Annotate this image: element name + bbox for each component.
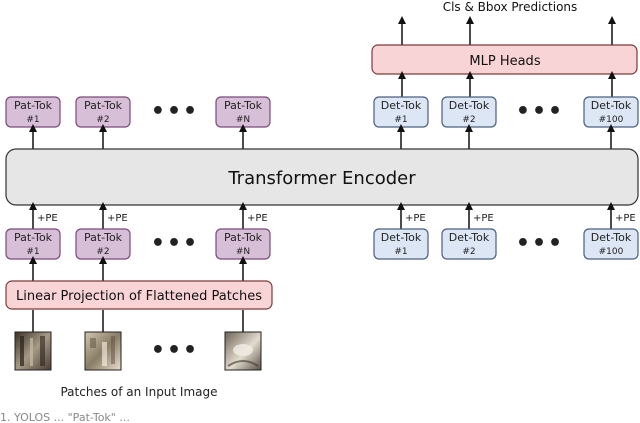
lower-pat-token-n-name: Pat-Tok [224,231,263,244]
image-patch-1 [14,331,52,371]
input-image-caption: Patches of an Input Image [60,385,217,399]
encoder-input-arrows [29,202,615,229]
upper-pat-token-2-name: Pat-Tok [84,99,123,112]
lower-pat-token-1-name: Pat-Tok [14,231,53,244]
image-patch-2 [84,331,122,371]
patch-input-lines [32,310,244,332]
mlp-heads-label: MLP Heads [469,54,540,69]
pe-label-det-100: +PE [615,213,636,224]
upper-det-token-1-name: Det-Tok [381,99,422,112]
upper-pat-token-1-index: #1 [26,115,39,125]
upper-det-token-2-name: Det-Tok [449,99,490,112]
lower-det-token-100-name: Det-Tok [591,231,632,244]
det-to-mlp-arrows [398,71,616,97]
lower-det-token-1: Det-Tok #1 [373,228,429,260]
projection-output-arrows [29,256,247,281]
upper-det-token-100: Det-Tok #100 [583,96,639,128]
lower-det-token-100: Det-Tok #100 [583,228,639,260]
upper-det-token-2-index: #2 [462,115,475,125]
lower-pat-token-2: Pat-Tok #2 [75,228,131,260]
lower-det-token-100-index: #100 [599,247,624,257]
upper-pat-token-2-index: #2 [96,115,109,125]
lower-det-token-2-index: #2 [462,247,475,257]
upper-pat-token-1-name: Pat-Tok [14,99,53,112]
lower-det-ellipsis: ••• [516,231,564,256]
pe-label-pat-2: +PE [107,213,128,224]
upper-det-token-100-index: #100 [599,115,624,125]
linear-projection-label: Linear Projection of Flattened Patches [16,289,262,304]
lower-det-token-2-name: Det-Tok [449,231,490,244]
upper-pat-token-1: Pat-Tok #1 [5,96,61,128]
lower-pat-token-1: Pat-Tok #1 [5,228,61,260]
upper-pat-token-n: Pat-Tok #N [215,96,271,128]
lower-det-token-1-index: #1 [394,247,407,257]
upper-det-token-2: Det-Tok #2 [441,96,497,128]
predictions-label: Cls & Bbox Predictions [443,0,578,14]
lower-pat-token-n: Pat-Tok #N [215,228,271,260]
lower-det-token-2: Det-Tok #2 [441,228,497,260]
lower-pat-token-2-name: Pat-Tok [84,231,123,244]
transformer-encoder-label: Transformer Encoder [227,168,416,189]
upper-pat-token-n-name: Pat-Tok [224,99,263,112]
lower-pat-token-n-index: #N [236,247,250,257]
upper-det-token-100-name: Det-Tok [591,99,632,112]
lower-pat-token-2-index: #2 [96,247,109,257]
pe-label-det-2: +PE [473,213,494,224]
mlp-output-arrows [398,16,616,45]
upper-pat-token-n-index: #N [236,115,250,125]
upper-pat-token-2: Pat-Tok #2 [75,96,131,128]
upper-det-token-1-index: #1 [394,115,407,125]
pe-label-pat-1: +PE [37,213,58,224]
linear-projection-box [5,280,273,310]
upper-det-token-1: Det-Tok #1 [373,96,429,128]
lower-pat-token-1-index: #1 [26,247,39,257]
image-patch-n [224,331,262,371]
upper-det-ellipsis: ••• [516,99,564,124]
transformer-encoder-box [5,148,639,206]
encoder-output-arrows [29,124,615,149]
upper-pat-ellipsis: ••• [151,99,199,124]
pe-label-pat-n: +PE [247,213,268,224]
figure-caption-fragment: 1. YOLOS ... "Pat-Tok" ... [0,411,130,423]
lower-pat-ellipsis: ••• [151,231,199,256]
patch-ellipsis: ••• [151,338,199,363]
pe-label-det-1: +PE [405,213,426,224]
mlp-heads-box [371,44,638,75]
lower-det-token-1-name: Det-Tok [381,231,422,244]
